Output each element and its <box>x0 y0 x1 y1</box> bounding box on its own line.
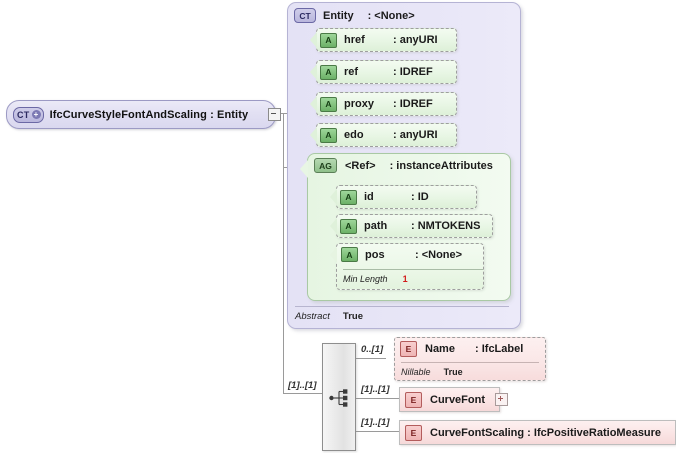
element-icon: E <box>405 391 422 408</box>
cardinality-curvefontscaling: [1]..[1] <box>361 417 390 428</box>
attribute-node-proxy[interactable]: A proxy : IDREF <box>310 92 457 116</box>
facet-value: 1 <box>402 274 408 284</box>
element-name: CurveFontScaling : IfcPositiveRatioMeasu… <box>430 426 662 439</box>
attribute-name: href <box>344 34 365 46</box>
cardinality-name: 0..[1] <box>361 344 384 355</box>
attribute-name: proxy <box>344 98 374 110</box>
element-type: : IfcLabel <box>475 343 524 355</box>
element-name-header: E Name : IfcLabel <box>400 341 523 357</box>
attributegroup-type: : instanceAttributes <box>389 159 493 172</box>
connector-seq-curvefont <box>354 398 399 399</box>
attribute-icon: A <box>340 218 357 234</box>
attributegroup-icon: AG <box>314 158 337 173</box>
facet-min-length-row: Min Length 1 <box>343 269 483 285</box>
element-node-curvefont[interactable]: E CurveFont <box>399 387 500 412</box>
property-nillable-row: Nillable True <box>401 362 539 378</box>
attribute-type: : NMTOKENS <box>411 220 481 232</box>
attribute-name: path <box>364 220 388 232</box>
attribute-type: : <None> <box>415 248 463 261</box>
attribute-name: pos <box>365 248 385 261</box>
facet-key: Min Length <box>343 274 388 284</box>
complextype-icon: CT <box>294 8 316 23</box>
attribute-node-edo[interactable]: A edo : anyURI <box>310 123 457 147</box>
attribute-type: : IDREF <box>393 98 433 110</box>
element-name: Name <box>425 343 455 355</box>
element-icon: E <box>405 424 422 441</box>
nillable-key: Nillable <box>401 367 431 377</box>
nillable-value: True <box>443 367 463 377</box>
element-node-name[interactable]: E Name : IfcLabel Nillable True <box>394 337 546 381</box>
abstract-key: Abstract <box>295 311 330 322</box>
attributegroup-header: AG <Ref> : instanceAttributes <box>314 158 493 173</box>
connector-trunk-to-sequence <box>283 393 322 394</box>
connector-trunk-vertical <box>283 113 284 393</box>
attribute-icon: A <box>320 64 337 80</box>
attribute-node-href[interactable]: A href : anyURI <box>310 28 457 52</box>
attribute-node-ref[interactable]: A ref : IDREF <box>310 60 457 84</box>
attributegroup-name: <Ref> <box>345 159 376 172</box>
entity-header: CT Entity : <None> <box>294 8 415 23</box>
element-icon: E <box>400 341 417 357</box>
abstract-value: True <box>342 311 363 322</box>
attribute-name: ref <box>344 66 359 78</box>
attribute-node-path[interactable]: A path : NMTOKENS <box>330 214 493 238</box>
entity-abstract-row: Abstract True <box>295 306 509 322</box>
attribute-icon: A <box>320 127 337 143</box>
badge-ct-text: CT <box>17 109 30 120</box>
complextype-plus-icon[interactable]: CT+ <box>13 106 44 123</box>
attribute-type: : ID <box>411 191 429 203</box>
attribute-node-pos[interactable]: A pos : <None> Min Length 1 <box>330 243 484 290</box>
attribute-type: : anyURI <box>393 34 438 46</box>
connector-seq-name <box>354 358 386 359</box>
minus-box-icon[interactable] <box>268 108 281 121</box>
root-complextype-node[interactable]: CT+ IfcCurveStyleFontAndScaling : Entity <box>6 100 276 129</box>
sequence-compositor[interactable] <box>322 343 356 451</box>
attribute-icon: A <box>340 189 357 205</box>
root-node-label: IfcCurveStyleFontAndScaling : Entity <box>49 108 249 121</box>
attribute-icon: A <box>320 96 337 112</box>
attribute-icon: A <box>320 32 337 48</box>
attribute-name: edo <box>344 129 364 141</box>
attribute-node-id[interactable]: A id : ID <box>330 185 477 209</box>
element-node-curvefontscaling[interactable]: E CurveFontScaling : IfcPositiveRatioMea… <box>399 420 676 445</box>
cardinality-sequence: [1]..[1] <box>288 380 317 391</box>
entity-type: : <None> <box>367 9 415 22</box>
attribute-type: : IDREF <box>393 66 433 78</box>
plus-glyph: + <box>31 110 41 119</box>
attribute-pos-header: A pos : <None> <box>341 247 462 262</box>
element-name: CurveFont <box>430 393 485 406</box>
attribute-name: id <box>364 191 374 203</box>
entity-name: Entity <box>323 9 354 22</box>
cardinality-curvefont: [1]..[1] <box>361 384 390 395</box>
attribute-type: : anyURI <box>393 129 438 141</box>
connector-seq-curvefontscaling <box>354 431 399 432</box>
sequence-compositor-icon <box>329 389 348 407</box>
attribute-icon: A <box>341 247 358 262</box>
plus-box-icon[interactable] <box>495 393 508 406</box>
